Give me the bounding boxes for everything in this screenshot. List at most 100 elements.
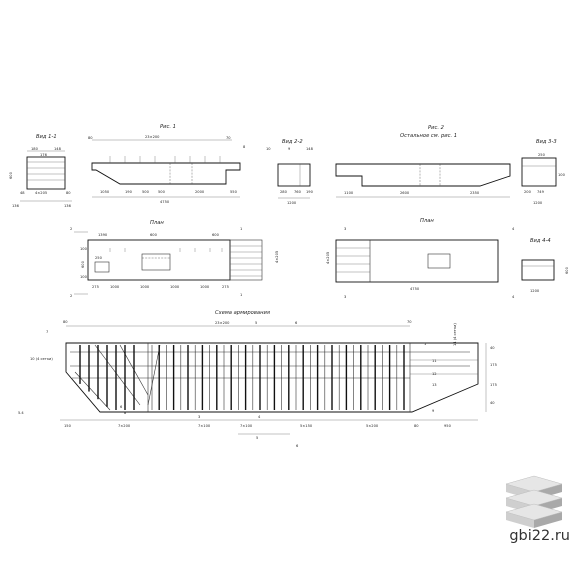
- svg-text:5×150: 5×150: [300, 424, 313, 428]
- svg-text:180: 180: [31, 147, 39, 151]
- svg-text:6: 6: [295, 321, 298, 325]
- svg-text:1390: 1390: [98, 233, 108, 237]
- svg-text:250: 250: [538, 153, 546, 157]
- svg-text:100: 100: [558, 173, 566, 177]
- svg-text:136: 136: [12, 204, 20, 208]
- svg-text:1100: 1100: [344, 191, 354, 195]
- svg-text:600: 600: [565, 266, 569, 274]
- svg-text:1200: 1200: [533, 201, 543, 205]
- svg-text:40: 40: [490, 346, 495, 350]
- svg-text:100: 100: [80, 275, 88, 279]
- svg-text:80: 80: [63, 320, 68, 324]
- svg-text:4×205: 4×205: [35, 191, 47, 195]
- svg-text:4×205: 4×205: [326, 252, 330, 264]
- svg-text:5: 5: [255, 321, 257, 325]
- slab-top: [505, 489, 563, 507]
- svg-text:5×200: 5×200: [366, 424, 379, 428]
- view-2-2: Вид 2-2 10 9 148 280 760 190 1200: [266, 139, 314, 205]
- rebar-outline: [65, 342, 479, 413]
- svg-text:23×200: 23×200: [215, 321, 230, 325]
- view-4-4: Вид 4-4 600 1200: [521, 238, 569, 293]
- svg-text:7×100: 7×100: [240, 424, 253, 428]
- svg-text:70: 70: [407, 320, 412, 324]
- svg-text:148: 148: [306, 147, 314, 151]
- rebar-scheme-title: Схема армирования: [215, 310, 270, 316]
- svg-text:8: 8: [124, 411, 127, 415]
- plan-1: План 2 1390 600 600 1 250 600 100 100 4×…: [70, 220, 279, 298]
- svg-text:550: 550: [230, 190, 238, 194]
- figure-2-title: Рис. 2: [428, 125, 444, 131]
- view-3-3: Вид 3-3 250 200 749 1200 100: [521, 139, 566, 205]
- svg-text:1: 1: [240, 227, 242, 231]
- svg-text:4: 4: [512, 227, 515, 231]
- svg-text:200: 200: [524, 190, 532, 194]
- svg-text:80: 80: [414, 424, 419, 428]
- svg-text:500: 500: [158, 190, 166, 194]
- site-brand: gbi22.ru: [509, 528, 570, 544]
- rebar-stirrups: [79, 345, 405, 410]
- svg-text:250: 250: [95, 256, 103, 260]
- svg-text:1000: 1000: [170, 285, 180, 289]
- plan-1-loops: [109, 248, 223, 252]
- svg-text:760: 760: [294, 190, 302, 194]
- svg-text:5: 5: [256, 436, 258, 440]
- slab-top: [505, 503, 563, 521]
- svg-text:2600: 2600: [400, 191, 410, 195]
- svg-text:1: 1: [240, 293, 242, 297]
- svg-text:500: 500: [142, 190, 150, 194]
- svg-text:950: 950: [444, 424, 452, 428]
- svg-text:148: 148: [54, 147, 62, 151]
- svg-text:275: 275: [222, 285, 229, 289]
- svg-text:5.4: 5.4: [18, 411, 24, 415]
- svg-text:4×205: 4×205: [275, 251, 279, 263]
- svg-text:3: 3: [344, 295, 346, 299]
- svg-text:1200: 1200: [287, 201, 297, 205]
- svg-text:280: 280: [280, 190, 288, 194]
- slab-top: [505, 475, 563, 493]
- svg-text:600: 600: [212, 233, 220, 237]
- figure-1-elevation: Рис. 1 80 23×200 70 8 1050 190 500 500 2…: [88, 124, 246, 204]
- svg-text:749: 749: [537, 190, 545, 194]
- svg-text:2000: 2000: [195, 190, 205, 194]
- svg-text:23×200: 23×200: [145, 135, 160, 139]
- svg-text:70: 70: [226, 136, 231, 140]
- svg-text:80: 80: [66, 191, 71, 195]
- svg-text:1200: 1200: [530, 289, 540, 293]
- svg-text:12: 12: [432, 372, 437, 376]
- svg-text:3: 3: [198, 415, 200, 419]
- plan-2: План 3 4 4×205 4750 3 4: [326, 218, 515, 299]
- view-1-1-section: [26, 156, 66, 190]
- svg-text:11: 11: [432, 359, 437, 363]
- svg-text:10: 10: [266, 147, 271, 151]
- view-1-1: Вид 1-1 180 148 176 600 48 4×205 80 136 …: [9, 134, 72, 208]
- svg-text:6: 6: [296, 444, 299, 448]
- svg-text:7×200: 7×200: [118, 424, 131, 428]
- svg-text:100: 100: [80, 247, 88, 251]
- svg-text:1000: 1000: [200, 285, 210, 289]
- svg-text:175: 175: [490, 363, 497, 367]
- svg-text:7×100: 7×100: [198, 424, 211, 428]
- svg-text:80: 80: [88, 136, 93, 140]
- svg-text:9: 9: [432, 409, 435, 413]
- svg-text:48: 48: [20, 191, 25, 195]
- svg-text:4750: 4750: [160, 200, 170, 204]
- svg-text:4: 4: [258, 415, 261, 419]
- slab-front: [506, 512, 534, 528]
- svg-text:275: 275: [92, 285, 99, 289]
- stacked-slabs-icon: [505, 475, 563, 528]
- svg-text:4: 4: [512, 295, 515, 299]
- svg-text:40: 40: [490, 401, 495, 405]
- svg-text:190: 190: [306, 190, 314, 194]
- svg-text:6: 6: [120, 405, 123, 409]
- figure-2-elevation: Рис. 2 Остальное см. рис. 1 1100 2600 23…: [335, 125, 511, 198]
- svg-text:175: 175: [490, 383, 497, 387]
- svg-text:13: 13: [432, 383, 437, 387]
- svg-text:190: 190: [125, 190, 133, 194]
- view-4-4-title: Вид 4-4: [530, 238, 551, 244]
- figure-2-note: Остальное см. рис. 1: [400, 133, 457, 139]
- svg-text:7: 7: [46, 330, 48, 334]
- svg-text:9: 9: [288, 147, 291, 151]
- plan-2-title: План: [420, 218, 434, 224]
- svg-text:10 (4 сетки): 10 (4 сетки): [30, 357, 53, 361]
